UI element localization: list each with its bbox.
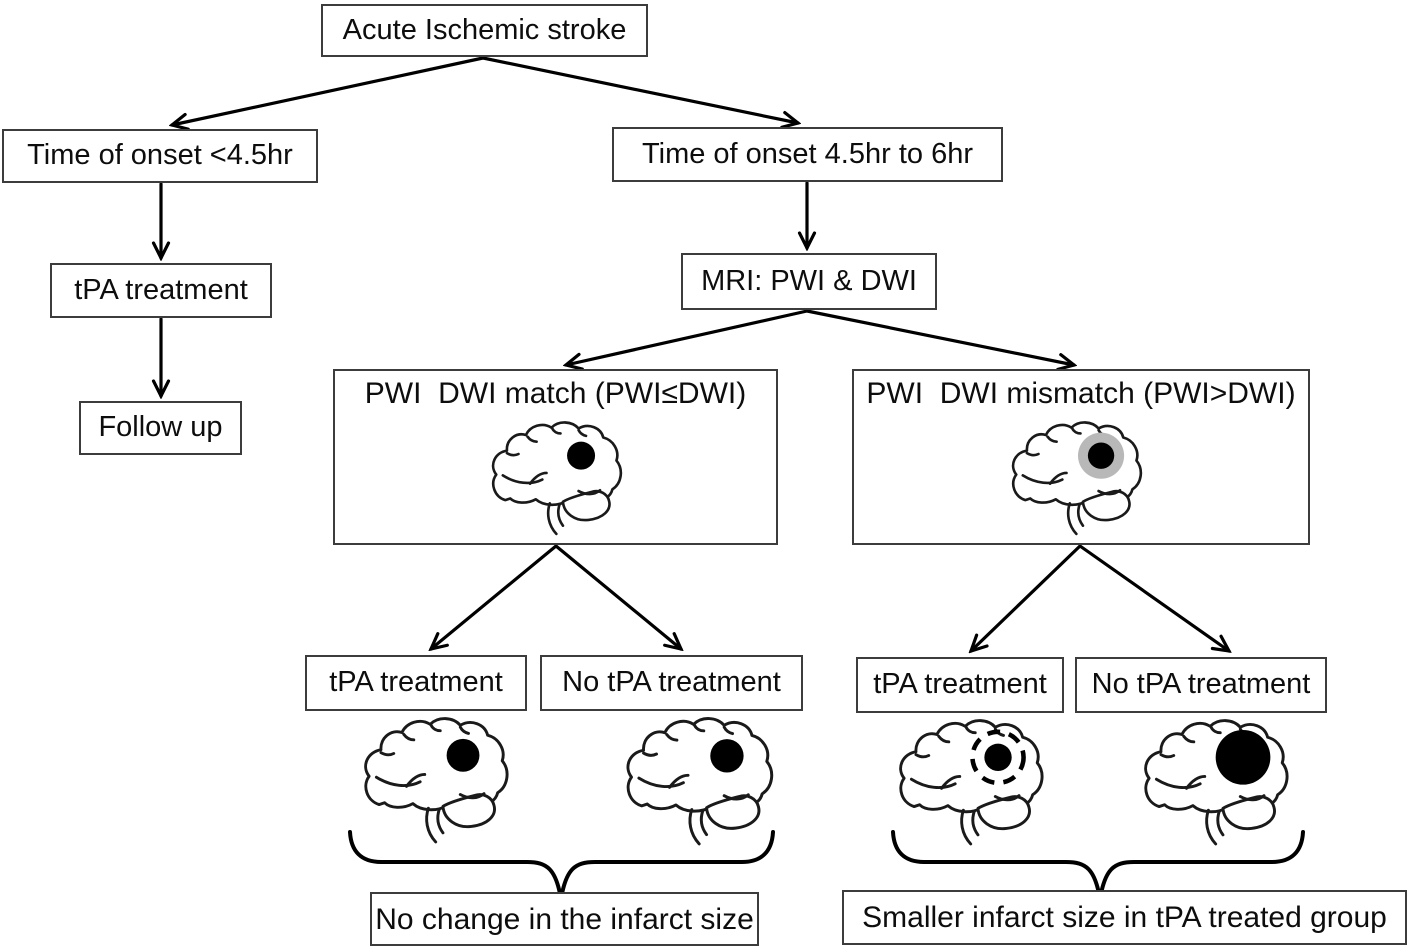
panel-pwi-dwi-match-title: PWI DWI match (PWI≤DWI): [364, 377, 747, 410]
node-outcome-no-change: No change in the infarct size: [370, 892, 759, 946]
infarct-dot: [710, 739, 744, 773]
enlarged-infarct-dot: [1215, 729, 1271, 785]
node-match-tpa-treatment: tPA treatment: [305, 655, 527, 711]
arrow-mri-to-mismatch: [805, 309, 1074, 365]
previous-infarct-dashed-outline: [970, 729, 1026, 786]
node-mismatch-tpa-treatment: tPA treatment: [856, 657, 1064, 713]
brain-lateral-view-icon-mismatch: [1011, 421, 1143, 536]
infarct-dot: [567, 441, 596, 470]
node-acute-ischemic-stroke: Acute Ischemic stroke: [321, 4, 648, 57]
panel-pwi-dwi-mismatch-title: PWI DWI mismatch (PWI>DWI): [866, 377, 1296, 410]
infarct-dot: [446, 738, 480, 772]
arrow-match-to-tpa: [431, 544, 558, 649]
node-onset-4-5-to-6hr: Time of onset 4.5hr to 6hr: [612, 127, 1003, 182]
infarct-dot: [984, 743, 1012, 771]
node-match-no-tpa-treatment: No tPA treatment: [540, 655, 803, 711]
node-onset-under-4-5hr: Time of onset <4.5hr: [2, 129, 318, 183]
node-tpa-treatment-early: tPA treatment: [50, 263, 272, 318]
arrow-match-to-notpa: [554, 544, 681, 649]
node-mismatch-no-tpa-treatment: No tPA treatment: [1075, 657, 1327, 713]
node-outcome-smaller-infarct: Smaller infarct size in tPA treated grou…: [842, 890, 1407, 945]
node-follow-up: Follow up: [79, 401, 242, 455]
arrow-mismatch-to-notpa: [1078, 544, 1229, 651]
brain-lateral-view-icon-match-tpa: [364, 717, 509, 844]
brain-lateral-view-icon-mismatch-tpa: [899, 719, 1044, 846]
brain-lateral-view-icon-mismatch-no-tpa: [1144, 719, 1289, 846]
node-mri-pwi-dwi: MRI: PWI & DWI: [681, 253, 937, 310]
infarct-dot: [1087, 442, 1115, 469]
arrow-mri-to-match: [566, 309, 809, 365]
brain-lateral-view-icon-match: [491, 421, 623, 536]
arrow-root-to-late: [481, 56, 798, 123]
arrow-mismatch-to-tpa: [971, 544, 1082, 651]
brain-lateral-view-icon-match-no-tpa: [626, 717, 774, 846]
arrow-root-to-early: [172, 56, 485, 125]
